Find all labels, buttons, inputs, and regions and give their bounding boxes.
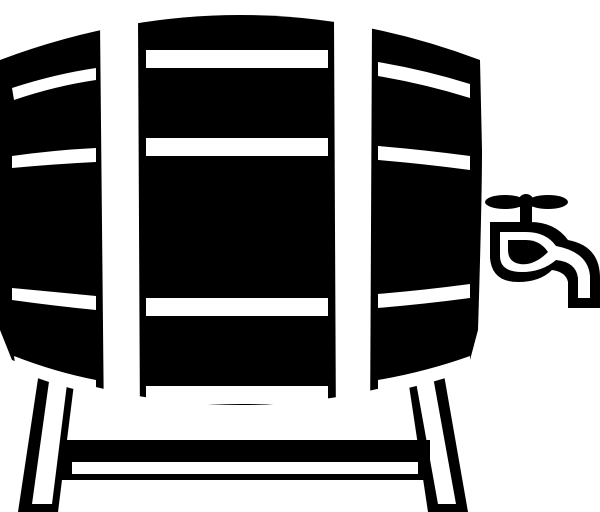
hoop-upper-left <box>12 148 96 168</box>
stave-right <box>334 20 372 436</box>
hoop-bottom-center <box>146 386 328 404</box>
tap-handle-right <box>528 195 568 209</box>
hoop-upper-right <box>378 146 470 170</box>
tap-handle-left <box>485 195 525 209</box>
stand-left-leg-highlight <box>32 360 70 504</box>
stand-right-leg-highlight <box>412 360 456 504</box>
hoop-bottom-left <box>14 356 96 394</box>
tap-stem <box>520 206 532 224</box>
hoop-top-left <box>12 68 96 100</box>
tap-body-inner <box>508 240 548 265</box>
hoop-top-right <box>378 62 470 98</box>
hoop-upper-center <box>146 138 328 156</box>
stave-left <box>100 20 140 428</box>
hoop-top-center <box>146 50 328 68</box>
tap-icon <box>485 194 600 308</box>
barrel-staves <box>100 20 372 436</box>
stand-crossbar-highlight <box>72 462 418 474</box>
hoop-lower-center <box>146 298 328 316</box>
barrel-hoops <box>12 50 470 404</box>
hoop-lower-right <box>378 284 470 308</box>
hoop-lower-left <box>12 288 96 310</box>
hoop-bottom-right <box>378 356 470 394</box>
barrel-stand <box>18 352 468 512</box>
